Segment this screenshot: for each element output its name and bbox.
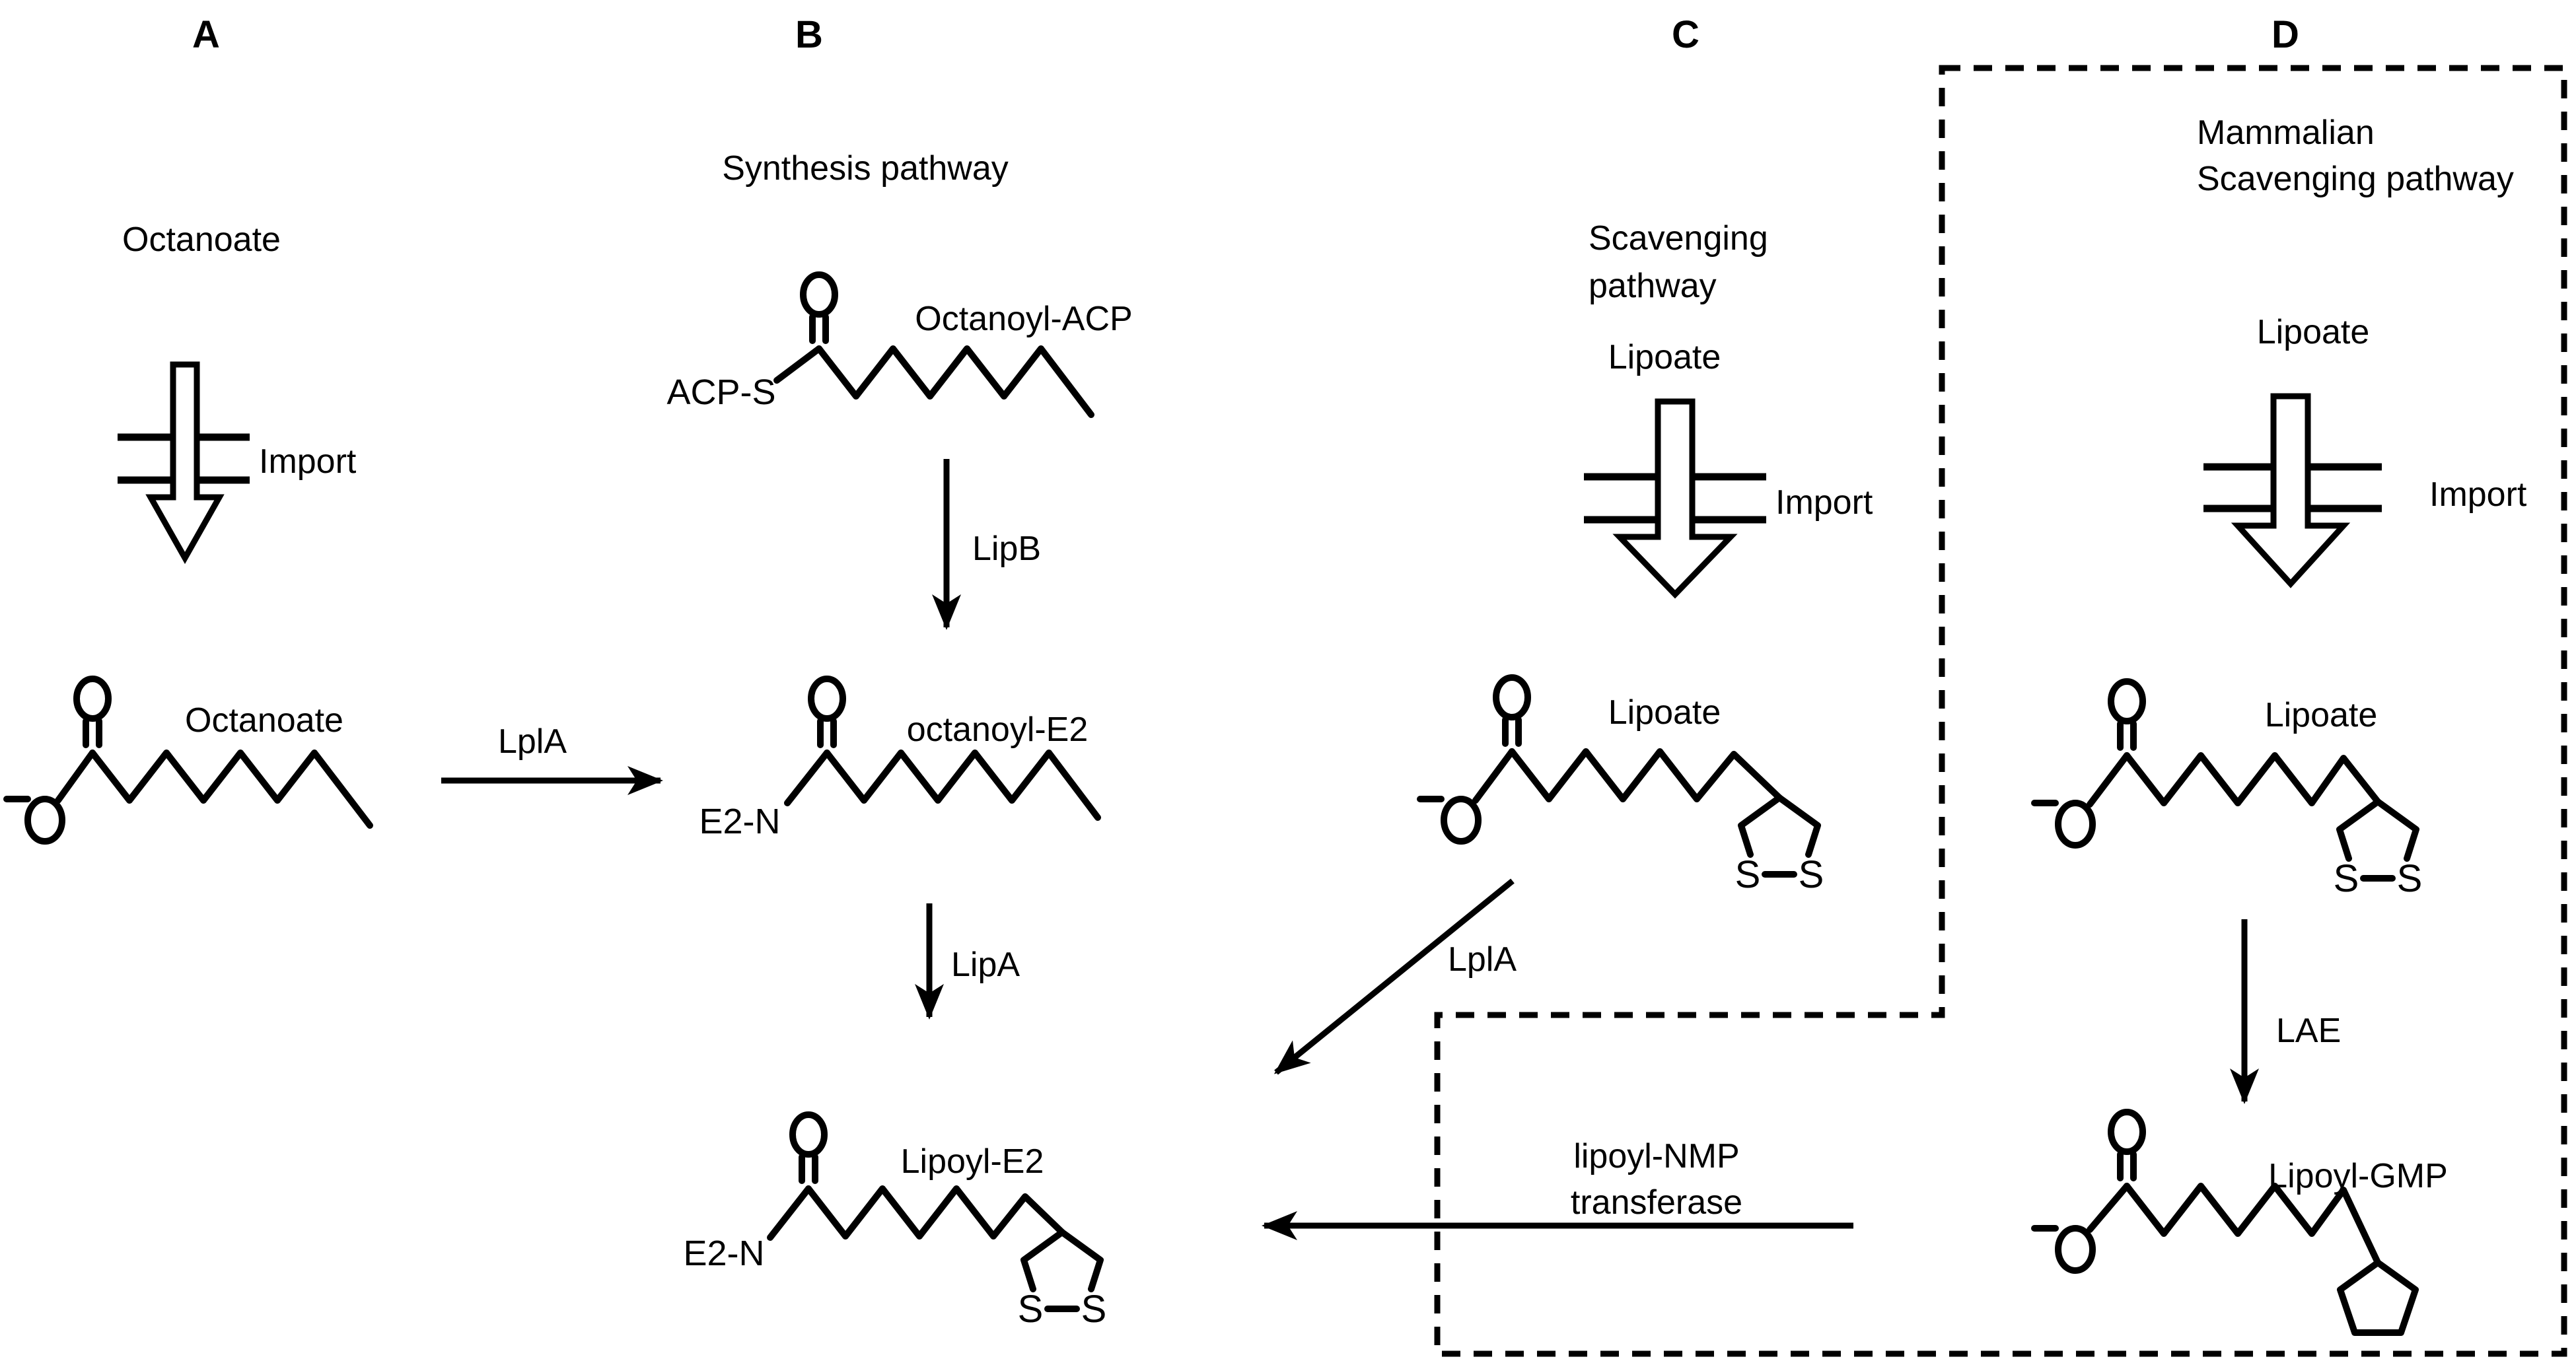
ester-bond bbox=[2087, 1183, 2130, 1233]
octanoyl-acp-structure: ACP-S Octanoyl-ACP bbox=[666, 271, 1133, 418]
hollow-down-arrow-icon bbox=[1612, 398, 1738, 599]
carboxylate-oxygen-atom bbox=[2055, 1225, 2096, 1274]
panel-c-substrate-label: Lipoate bbox=[1608, 338, 1721, 376]
lipoate-structure-d: Lipoate S S bbox=[2031, 678, 2423, 900]
alkyl-chain bbox=[824, 750, 1101, 821]
lipoate-structure-c: Lipoate S S bbox=[1417, 674, 1824, 896]
sulfur-atom: S bbox=[1799, 853, 1824, 896]
scavenging-title-line1: Scavenging bbox=[1589, 219, 1768, 258]
carboxylate-oxygen-atom bbox=[24, 796, 65, 845]
amide-bond bbox=[784, 750, 830, 806]
scavenging-title-line2: pathway bbox=[1589, 267, 1717, 305]
ring-bond bbox=[1776, 794, 1821, 858]
sulfur-atom: S bbox=[1018, 1288, 1044, 1331]
carbonyl-oxygen-atom bbox=[808, 676, 846, 722]
octanoate-molecule-label: Octanoate bbox=[185, 701, 343, 740]
import-arrow-c: Import bbox=[1584, 398, 1873, 599]
lae-arrow: LAE bbox=[2230, 919, 2341, 1104]
ester-bond bbox=[2087, 752, 2130, 808]
ring-bond bbox=[2375, 798, 2419, 862]
panel-a-letter: A bbox=[192, 13, 220, 56]
carboxylate-oxygen-atom bbox=[2055, 800, 2096, 849]
panel-a-substrate-label: Octanoate bbox=[122, 221, 281, 259]
ring-bond bbox=[1020, 1229, 1065, 1292]
panel-d-letter: D bbox=[2272, 13, 2299, 56]
ester-bond bbox=[1472, 748, 1515, 804]
panel-b: B Synthesis pathway ACP-S Octanoyl-ACP L… bbox=[666, 13, 1132, 1331]
lipoyl-gmp-structure: Lipoyl-GMP bbox=[2031, 1109, 2448, 1336]
e2-n-label: E2-N bbox=[683, 1234, 764, 1273]
synthesis-pathway-title: Synthesis pathway bbox=[722, 149, 1009, 188]
carbonyl-oxygen-atom bbox=[2108, 1109, 2146, 1155]
acp-s-label: ACP-S bbox=[666, 372, 775, 412]
sulfur-atom: S bbox=[1081, 1288, 1107, 1331]
sulfur-atom: S bbox=[2334, 857, 2359, 900]
mammalian-title-line2: Scavenging pathway bbox=[2197, 160, 2514, 198]
reaction-arrow bbox=[1273, 878, 1515, 1075]
carbonyl-oxygen-atom bbox=[789, 1111, 828, 1158]
lpla-arrow-c: LplA bbox=[1273, 878, 1517, 1075]
carbonyl-oxygen-atom bbox=[2108, 678, 2146, 724]
panel-c-letter: C bbox=[1672, 13, 1699, 56]
alkyl-chain bbox=[816, 345, 1094, 418]
carbonyl-oxygen-atom bbox=[1493, 674, 1531, 720]
sulfur-atom: S bbox=[1735, 853, 1761, 896]
thioester-bond bbox=[773, 345, 822, 384]
alkyl-chain bbox=[2124, 1183, 2381, 1266]
hollow-down-arrow-icon bbox=[2231, 393, 2351, 588]
lipoyl-e2-structure: E2-N Lipoyl-E2 S S bbox=[683, 1111, 1107, 1331]
octanoyl-e2-label: octanoyl-E2 bbox=[907, 711, 1089, 749]
ester-bond bbox=[55, 750, 96, 804]
panel-d-substrate-label: Lipoate bbox=[2257, 313, 2370, 351]
lipa-enzyme-label: LipA bbox=[951, 946, 1020, 984]
lpla-enzyme-label: LplA bbox=[1448, 940, 1517, 979]
lipb-enzyme-label: LipB bbox=[972, 530, 1041, 568]
lae-enzyme-label: LAE bbox=[2276, 1012, 2341, 1050]
mammalian-title-line1: Mammalian bbox=[2197, 114, 2375, 152]
panel-d: D Mammalian Scavenging pathway Lipoate I… bbox=[1262, 13, 2527, 1336]
lpla-arrow-a-to-b: LplA bbox=[441, 722, 663, 795]
transferase-label-line1: lipoyl-NMP bbox=[1573, 1137, 1739, 1175]
lipb-arrow: LipB bbox=[932, 459, 1041, 630]
import-label-d: Import bbox=[2429, 475, 2527, 514]
import-label-c: Import bbox=[1775, 483, 1873, 522]
lpla-enzyme-label: LplA bbox=[498, 722, 567, 761]
lipoyl-e2-label: Lipoyl-E2 bbox=[901, 1142, 1044, 1181]
lipoate-molecule-label: Lipoate bbox=[1608, 693, 1721, 732]
sulfur-atom: S bbox=[2397, 857, 2423, 900]
import-label-a: Import bbox=[259, 442, 357, 481]
lipoyl-gmp-label: Lipoyl-GMP bbox=[2268, 1157, 2448, 1195]
alkyl-chain bbox=[2124, 752, 2381, 806]
ring-bond bbox=[1059, 1229, 1104, 1292]
carbonyl-oxygen-atom bbox=[800, 271, 838, 318]
import-arrow-d: Import bbox=[2203, 393, 2527, 588]
octanoyl-acp-label: Octanoyl-ACP bbox=[915, 300, 1132, 338]
mammalian-region-dashed-border bbox=[1434, 65, 2567, 1357]
panel-a: A Octanoate Import Octanoate LplA bbox=[3, 13, 663, 845]
import-arrow-a: Import bbox=[118, 361, 357, 565]
hollow-down-arrow-icon bbox=[145, 361, 225, 565]
lipoate-molecule-label: Lipoate bbox=[2265, 696, 2378, 734]
lipoyl-nmp-transferase-arrow: lipoyl-NMP transferase bbox=[1262, 1137, 1853, 1240]
lipa-arrow: LipA bbox=[915, 903, 1020, 1020]
ring-bond bbox=[2336, 798, 2381, 862]
carboxylate-oxygen-atom bbox=[1441, 796, 1482, 845]
ring-bond bbox=[1738, 794, 1783, 858]
alkyl-chain bbox=[805, 1185, 1065, 1240]
alkyl-chain bbox=[1509, 748, 1783, 802]
carbonyl-oxygen-atom bbox=[73, 676, 112, 722]
transferase-label-line2: transferase bbox=[1571, 1183, 1742, 1222]
octanoate-structure: Octanoate bbox=[3, 676, 373, 845]
amide-bond bbox=[767, 1185, 812, 1241]
cyclopentane-ring bbox=[2337, 1259, 2419, 1336]
panel-b-letter: B bbox=[795, 13, 823, 56]
alkyl-chain bbox=[89, 750, 373, 829]
panel-c: C Scavenging pathway Lipoate Import Lipo… bbox=[1273, 13, 1873, 1075]
octanoyl-e2-structure: E2-N octanoyl-E2 bbox=[699, 676, 1101, 841]
e2-n-label: E2-N bbox=[699, 802, 780, 841]
